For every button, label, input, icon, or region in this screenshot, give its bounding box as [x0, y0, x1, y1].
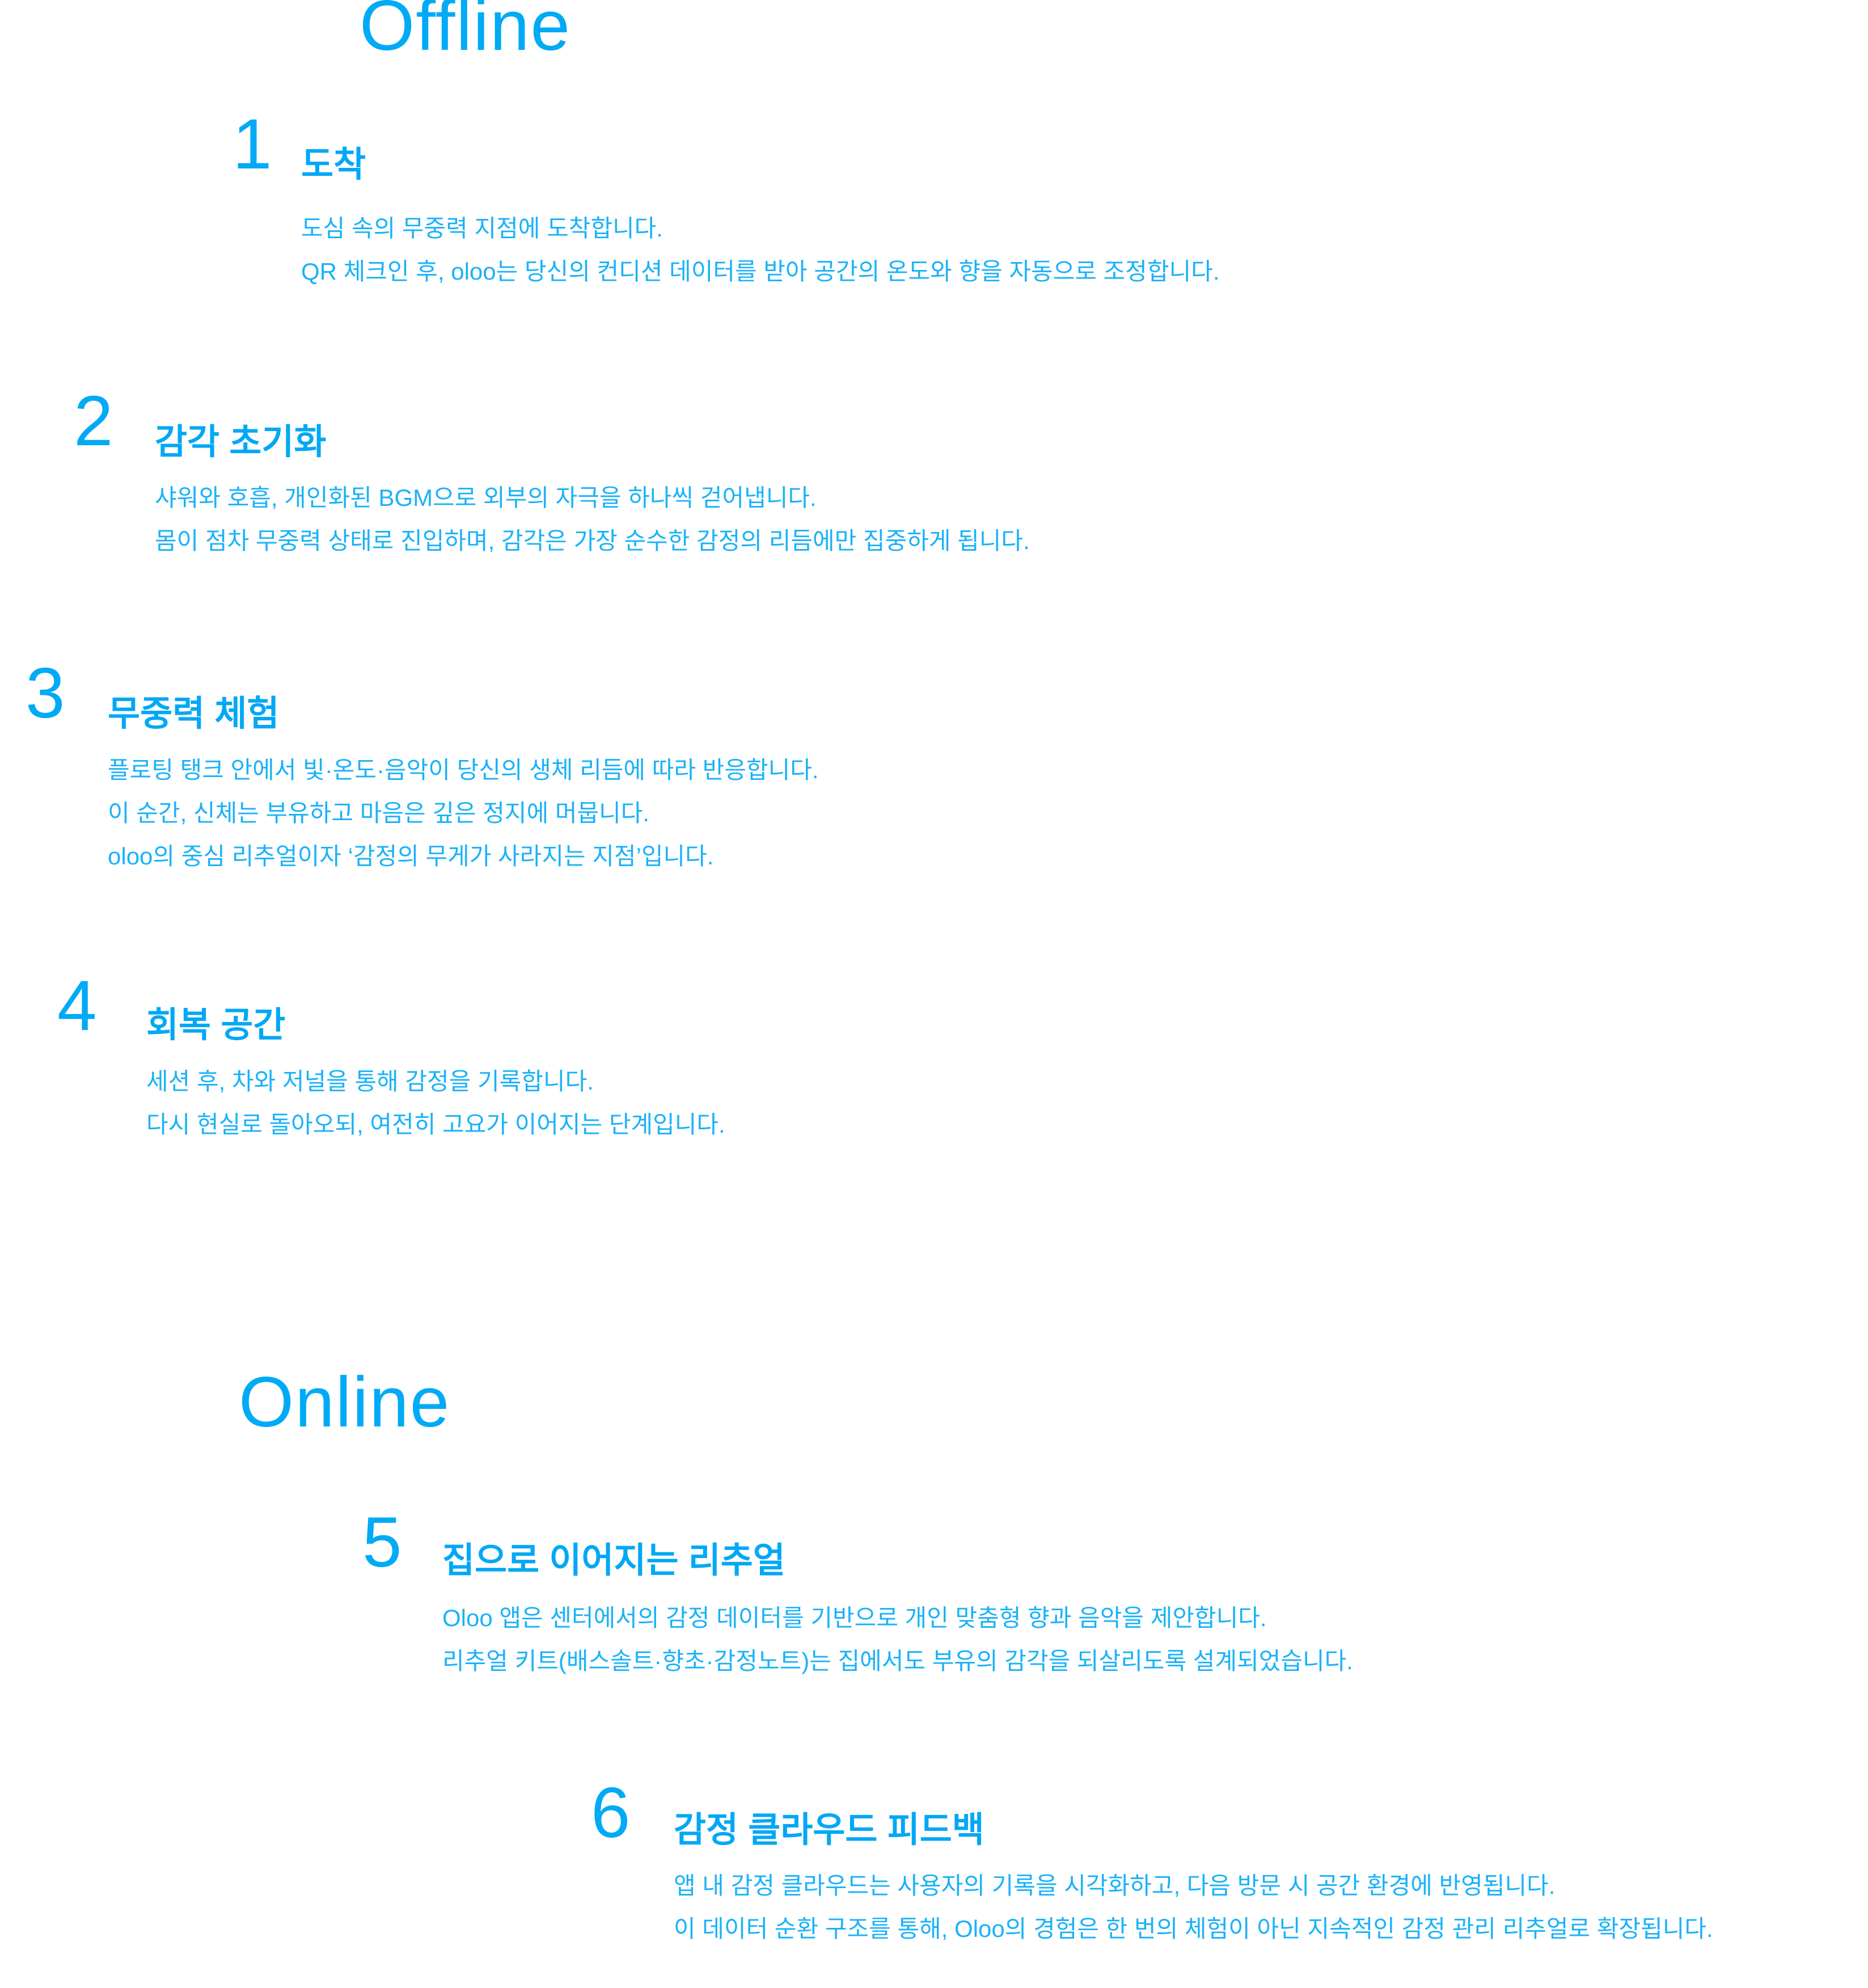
step-6-number: 6	[591, 1774, 631, 1852]
description-line: 리추얼 키트(배스솔트·향초·감정노트)는 집에서도 부유의 감각을 되살리도록…	[442, 1648, 1353, 1674]
step-2-description: 샤워와 호흡, 개인화된 BGM으로 외부의 자극을 하나씩 걷어냅니다. 몸이…	[155, 476, 1030, 563]
step-4-number: 4	[57, 966, 97, 1045]
step-2-number: 2	[74, 382, 113, 461]
step-4-title: 회복 공간	[146, 1006, 286, 1045]
description-line: 이 데이터 순환 구조를 통해, Oloo의 경험은 한 번의 체험이 아닌 지…	[674, 1915, 1713, 1942]
description-line: 앱 내 감정 클라우드는 사용자의 기록을 시각화하고, 다음 방문 시 공간 …	[674, 1872, 1556, 1899]
description-line: oloo의 중심 리추얼이자 ‘감정의 무게가 사라지는 지점’입니다.	[108, 843, 714, 870]
step-3-number: 3	[26, 654, 65, 733]
step-5-title: 집으로 이어지는 리추얼	[442, 1541, 785, 1580]
description-line: 이 순간, 신체는 부유하고 마음은 깊은 정지에 머뭅니다.	[108, 800, 650, 826]
step-1-description: 도심 속의 무중력 지점에 도착합니다. QR 체크인 후, oloo는 당신의…	[301, 207, 1220, 293]
step-4-description: 세션 후, 차와 저널을 통해 감정을 기록합니다. 다시 현실로 돌아오되, …	[146, 1060, 725, 1146]
step-5-description: Oloo 앱은 센터에서의 감정 데이터를 기반으로 개인 맞춤형 향과 음악을…	[442, 1597, 1353, 1683]
description-line: Oloo 앱은 센터에서의 감정 데이터를 기반으로 개인 맞춤형 향과 음악을…	[442, 1605, 1267, 1631]
online-heading: Online	[239, 1363, 451, 1442]
step-3-description: 플로팅 탱크 안에서 빛·온도·음악이 당신의 생체 리듬에 따라 반응합니다.…	[108, 749, 819, 878]
description-line: 몸이 점차 무중력 상태로 진입하며, 감각은 가장 순수한 감정의 리듬에만 …	[155, 527, 1030, 554]
step-1-number: 1	[233, 105, 272, 184]
step-6-title: 감정 클라우드 피드백	[674, 1810, 984, 1850]
description-line: 플로팅 탱크 안에서 빛·온도·음악이 당신의 생체 리듬에 따라 반응합니다.	[108, 757, 819, 783]
step-1-title: 도착	[301, 145, 366, 184]
description-line: QR 체크인 후, oloo는 당신의 컨디션 데이터를 받아 공간의 온도와 …	[301, 258, 1220, 285]
step-6-description: 앱 내 감정 클라우드는 사용자의 기록을 시각화하고, 다음 방문 시 공간 …	[674, 1864, 1713, 1951]
description-line: 다시 현실로 돌아오되, 여전히 고요가 이어지는 단계입니다.	[146, 1111, 725, 1138]
description-line: 세션 후, 차와 저널을 통해 감정을 기록합니다.	[146, 1068, 594, 1095]
offline-heading: Offline	[360, 0, 572, 65]
step-5-number: 5	[362, 1503, 402, 1582]
description-line: 샤워와 호흡, 개인화된 BGM으로 외부의 자극을 하나씩 걷어냅니다.	[155, 484, 817, 511]
step-3-title: 무중력 체험	[108, 694, 280, 733]
description-line: 도심 속의 무중력 지점에 도착합니다.	[301, 215, 663, 242]
step-2-title: 감각 초기화	[155, 423, 327, 462]
